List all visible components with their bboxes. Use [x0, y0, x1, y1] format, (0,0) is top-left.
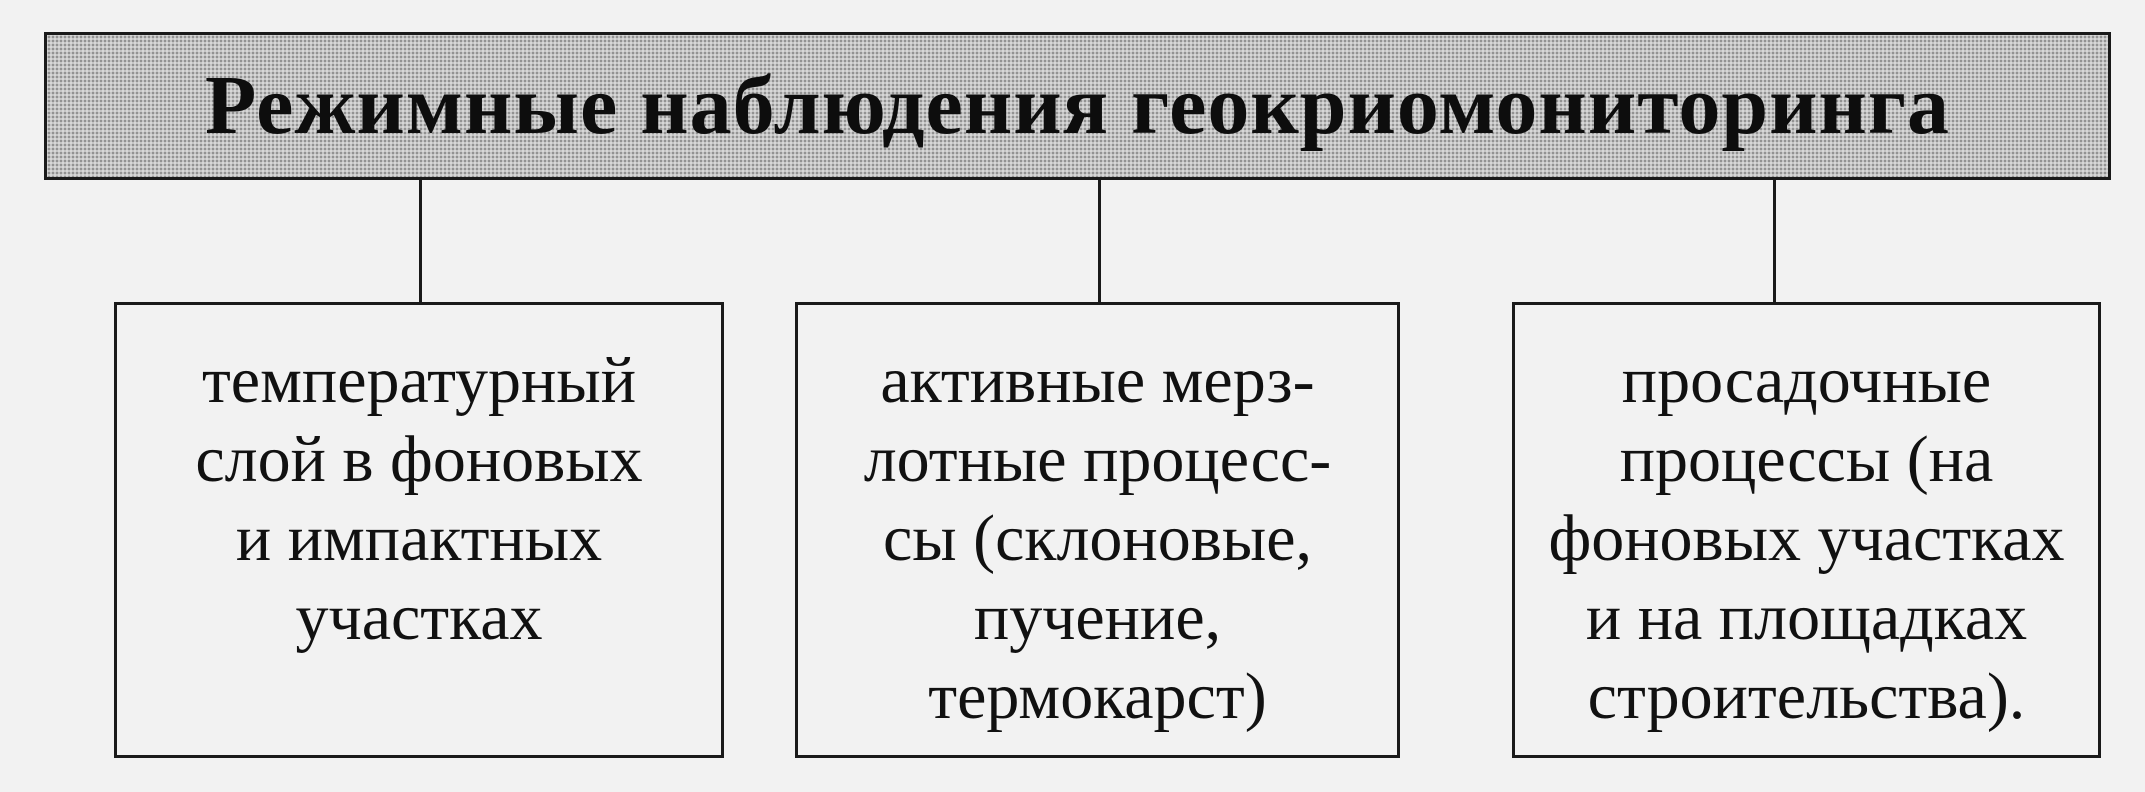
- box-line: участках: [295, 581, 543, 654]
- box-line: строительства).: [1587, 660, 2026, 733]
- box-active-permafrost-processes: активные мерз- лотные процесс- сы (склон…: [795, 302, 1400, 758]
- box-line: и на площадках: [1585, 581, 2028, 654]
- box-subsidence-processes: просадочные процессы (на фоновых участка…: [1512, 302, 2101, 758]
- box-text: температурный слой в фоновых и импактных…: [117, 341, 721, 657]
- box-line: просадочные: [1621, 344, 1992, 417]
- box-line: процессы (на: [1619, 423, 1994, 496]
- box-line: сы (склоновые,: [882, 502, 1313, 575]
- connector-left: [419, 180, 422, 302]
- box-line: термокарст): [928, 660, 1267, 733]
- box-temperature-layer: температурный слой в фоновых и импактных…: [114, 302, 724, 758]
- box-line: слой в фоновых: [195, 423, 643, 496]
- box-line: фоновых участках: [1548, 502, 2065, 575]
- box-line: пучение,: [973, 581, 1222, 654]
- box-line: активные мерз-: [880, 344, 1315, 417]
- title-box: Режимные наблюдения геокриомониторинга: [44, 32, 2111, 180]
- box-text: активные мерз- лотные процесс- сы (склон…: [798, 341, 1397, 736]
- box-line: лотные процесс-: [863, 423, 1332, 496]
- box-line: и импактных: [235, 502, 603, 575]
- box-text: просадочные процессы (на фоновых участка…: [1515, 341, 2098, 736]
- connector-right: [1773, 180, 1776, 302]
- box-line: температурный: [201, 344, 637, 417]
- connector-middle: [1098, 180, 1101, 302]
- diagram-title: Режимные наблюдения геокриомониторинга: [204, 59, 1951, 152]
